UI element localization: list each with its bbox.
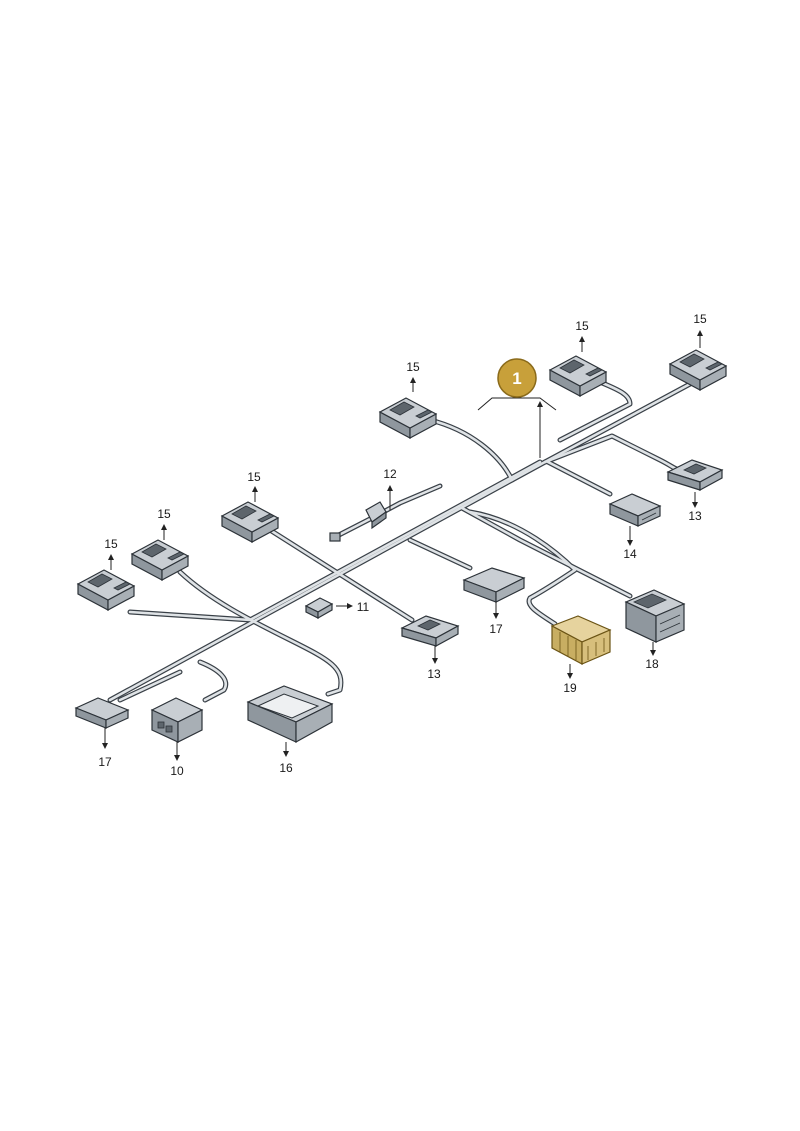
connector-15-mid[interactable] bbox=[220, 501, 280, 544]
callout-16: 16 bbox=[279, 761, 293, 775]
connector-15-center[interactable] bbox=[378, 397, 438, 440]
callout-11: 11 bbox=[357, 600, 370, 614]
callout-15: 15 bbox=[575, 319, 589, 333]
connector-13-right[interactable] bbox=[666, 459, 724, 492]
callout-15: 15 bbox=[157, 507, 171, 521]
badge-number: 1 bbox=[512, 369, 521, 388]
callout-13: 13 bbox=[427, 667, 441, 681]
wire-segment-core bbox=[268, 528, 414, 622]
callout-15: 15 bbox=[406, 360, 420, 374]
part-11-clip[interactable] bbox=[304, 597, 334, 620]
connector-15-left-lower[interactable] bbox=[76, 569, 136, 612]
leader-lines bbox=[102, 330, 703, 761]
wire-harness bbox=[107, 377, 693, 703]
connector-15-upper-right[interactable] bbox=[548, 355, 608, 398]
wire-segment-core bbox=[198, 660, 227, 702]
part-number-badge[interactable]: 1 bbox=[497, 358, 537, 398]
wire-segment-core bbox=[178, 570, 343, 696]
wire-segment bbox=[427, 417, 515, 483]
connector-10[interactable] bbox=[150, 697, 204, 743]
connector-15-far-right[interactable] bbox=[668, 349, 728, 392]
callout-12: 12 bbox=[383, 467, 397, 481]
part-12-cable-tie[interactable] bbox=[329, 483, 443, 542]
callout-14: 14 bbox=[623, 547, 637, 561]
callout-15: 15 bbox=[104, 537, 118, 551]
wire-segment-core bbox=[408, 538, 472, 570]
connector-18[interactable] bbox=[624, 589, 686, 643]
connector-14[interactable] bbox=[608, 493, 662, 527]
connector-16[interactable] bbox=[246, 685, 334, 744]
wire-segment-core bbox=[543, 434, 682, 472]
wire-segment-core bbox=[546, 460, 612, 496]
callout-15: 15 bbox=[247, 470, 261, 484]
wire-segment-core bbox=[460, 506, 632, 598]
callout-19: 19 bbox=[563, 681, 577, 695]
callout-13: 13 bbox=[688, 509, 702, 523]
callout-10: 10 bbox=[170, 764, 184, 778]
wire-segment bbox=[467, 509, 578, 627]
wire-segment-core bbox=[468, 510, 577, 626]
wire-segment-core bbox=[428, 418, 514, 482]
connector-17-center[interactable] bbox=[462, 567, 526, 603]
callout-15: 15 bbox=[693, 312, 707, 326]
connector-13-center[interactable] bbox=[400, 615, 460, 648]
connector-15-left-upper[interactable] bbox=[130, 539, 190, 582]
callout-17: 17 bbox=[98, 755, 112, 769]
callout-labels: 15 15 15 15 15 15 12 13 13 14 11 17 17 1… bbox=[98, 312, 707, 778]
callout-18: 18 bbox=[645, 657, 659, 671]
connector-19-highlighted[interactable] bbox=[550, 615, 612, 665]
wire-segment-core bbox=[108, 382, 692, 702]
wire-segment-core bbox=[118, 670, 182, 702]
connector-17-left[interactable] bbox=[74, 697, 130, 729]
callout-17: 17 bbox=[489, 622, 503, 636]
